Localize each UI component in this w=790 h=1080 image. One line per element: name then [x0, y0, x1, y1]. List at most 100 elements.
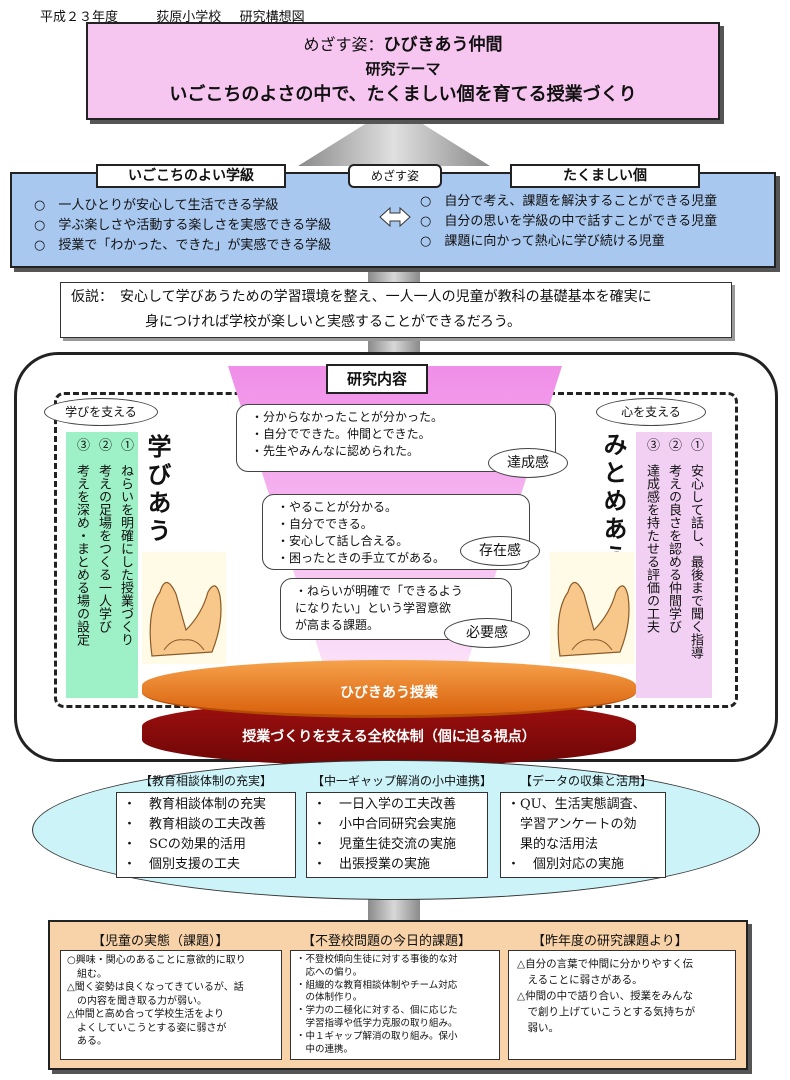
issue-line: ある。	[67, 1036, 107, 1047]
theme-label: 研究テーマ	[365, 60, 441, 78]
left-item: 授業で「わかった、できた」が実感できる学級	[58, 238, 332, 253]
issue-line: 中の連携。	[296, 1043, 354, 1055]
doc-header: 平成２３年度 荻原小学校 研究構想図	[40, 6, 305, 25]
left-oval: 学びを支える	[44, 398, 158, 426]
support-item: ・ 教育相談体制の充実	[123, 797, 267, 812]
issue-title-1: 【児童の実態（課題）】	[92, 934, 229, 949]
theme-text: いごこちのよさの中で、たくましい個を育てる授業づくり	[169, 84, 637, 105]
right-research-item: ② 考えの良さを認める仲間学び	[666, 438, 681, 633]
level-line: ・ねらいが明確で「できるよう	[295, 584, 463, 598]
issue-line: の体制作り。	[296, 992, 363, 1004]
support-item: 果的な活用法	[507, 837, 599, 852]
support-item: ・ SCの効果的活用	[123, 837, 246, 852]
left-item: 一人ひとりが安心して生活できる学級	[58, 198, 279, 213]
right-oval: 心を支える	[596, 398, 706, 426]
issue-line: ・組織的な教育相談体制やチーム対応	[296, 979, 458, 991]
header-year: 平成２３年度	[40, 10, 119, 25]
right-items: ○ 自分で考え、課題を解決することができる児童 ○ 自分の思いを学級の中で話すこ…	[420, 194, 718, 249]
issue-line: えることに弱さがある。	[517, 974, 643, 986]
issue-line: ・学力の二極化に対する、個に応じた	[296, 1005, 458, 1017]
goal-box: めざす姿：ひびきあう仲間 研究テーマ いごこちのよさの中で、たくましい個を育てる…	[86, 22, 720, 120]
research-title: 研究内容	[326, 364, 428, 394]
right-pink-panel	[636, 432, 712, 698]
support-item: ・QU、生活実態調査、	[507, 797, 646, 812]
level-line: ・先生やみんなに認められた。	[251, 444, 420, 458]
support-item: 学習アンケートの効	[507, 817, 637, 832]
issue-title-2: 【不登校問題の今日的課題】	[302, 934, 472, 949]
right-item: 自分で考え、課題を解決することができる児童	[444, 194, 718, 209]
support-box-3: ・QU、生活実態調査、 学習アンケートの効 果的な活用法 ・ 個別対応の実施	[500, 792, 666, 878]
mezasu-center-label: めざす姿	[348, 164, 442, 188]
issue-box-1: ○興味・関心のあることに意欲的に取り 組む。 △聞く姿勢は良くなってきているが、…	[60, 950, 282, 1060]
level-line: ・分からなかったことが分かった。	[251, 410, 444, 424]
hypothesis-line2: 身につければ学校が楽しいと実感することができるだろう。	[145, 314, 522, 330]
issue-box-2: ・不登校傾向生徒に対する事後的な対 応への偏り。 ・組織的な教育相談体制やチーム…	[290, 950, 500, 1060]
support-box-2: ・ 一日入学の工夫改善 ・ 小中合同研究会実施 ・ 児童生徒交流の実施 ・ 出張…	[306, 792, 488, 878]
support-item: ・ 一日入学の工夫改善	[313, 797, 457, 812]
issue-line: の内容を聞き取る力が弱い。	[67, 995, 207, 1007]
support-box-1: ・ 教育相談体制の充実 ・ 教育相談の工夫改善 ・ SCの効果的活用 ・ 個別支…	[116, 792, 296, 878]
support-item: ・ 教育相談の工夫改善	[123, 817, 267, 832]
disk-top-label: ひびきあう授業	[340, 685, 438, 701]
level-line: ・自分でできた。仲間とできた。	[251, 427, 431, 441]
issue-line: 応への偏り。	[296, 966, 363, 978]
hands-icon-right	[550, 552, 634, 664]
support-title-1: 【教育相談体制の充実】	[140, 774, 273, 788]
left-item: 学ぶ楽しさや活動する楽しさを実感できる学級	[58, 218, 332, 233]
left-title: いごこちのよい学級	[96, 164, 286, 188]
header-title: 研究構想図	[239, 10, 305, 25]
issue-box-3: △自分の言葉で仲間に分かりやすく伝 えることに弱さがある。 △仲間の中で語り合い…	[508, 950, 736, 1060]
issue-line: △仲間の中で語り合い、授業をみんな	[517, 990, 694, 1002]
support-item: ・ 個別支援の工夫	[123, 857, 241, 872]
level-line: が高まる課題。	[295, 618, 380, 632]
issue-line: 弱い。	[517, 1022, 559, 1034]
left-research-item: ② 考えの足場をつくる一人学び	[96, 438, 111, 633]
goal-label: めざす姿：	[303, 35, 384, 54]
hypothesis-label: 仮説：	[71, 289, 106, 305]
level-line: ・安心して話し合える。	[277, 534, 409, 548]
level-line: ・困ったときの手立てがある。	[277, 551, 446, 565]
right-item: 課題に向かって熱心に学び続ける児童	[444, 234, 665, 249]
header-school: 荻原小学校	[156, 10, 222, 25]
goal-name: ひびきあう仲間	[383, 35, 503, 55]
right-heading: みとめあう	[599, 432, 628, 572]
right-item: 自分の思いを学級の中で話すことができる児童	[444, 214, 718, 229]
right-research-item: ③ 達成感を持たせる評価の工夫	[644, 438, 659, 633]
issue-line: よくしていこうとする姿に弱さが	[67, 1022, 227, 1034]
issue-title-3: 【昨年度の研究課題より】	[532, 934, 688, 949]
right-research-item: ① 安心して話し、最後まで聞く指導	[688, 438, 703, 659]
level-line: ・自分でできる。	[277, 517, 373, 531]
issue-line: 学習指導や低学力克服の取り組み。	[296, 1017, 458, 1029]
issue-line: △仲間と高め合って学校生活をより	[67, 1009, 224, 1020]
support-item: ・ 児童生徒交流の実施	[313, 837, 457, 852]
issue-line: △自分の言葉で仲間に分かりやすく伝	[517, 958, 694, 970]
support-item: ・ 個別対応の実施	[507, 857, 625, 872]
left-green-panel	[66, 432, 138, 698]
disk-top	[142, 660, 636, 718]
support-title-2: 【中一ギャップ解消の小中連携】	[312, 774, 493, 788]
issue-line: ○興味・関心のあることに意欲的に取り	[67, 955, 246, 966]
right-title: たくましい個	[510, 164, 700, 188]
hands-icon-left	[142, 552, 226, 664]
left-items: ○ 一人ひとりが安心して生活できる学級 ○ 学ぶ楽しさや活動する楽しさを実感でき…	[34, 198, 332, 253]
support-item: ・ 出張授業の実施	[313, 857, 431, 872]
issue-line: ・中１ギャップ解消の取り組み。保小	[296, 1030, 458, 1042]
hypothesis-box: 仮説： 安心して学びあうための学習環境を整え、一人一人の児童が教科の基礎基本を確…	[60, 282, 732, 338]
left-items-vertical: ① ねらいを明確にした授業づくり ② 考えの足場をつくる一人学び ③ 考えを深め…	[70, 438, 136, 694]
support-item: ・ 小中合同研究会実施	[313, 817, 457, 832]
issue-line: △聞く姿勢は良くなってきているが、話	[67, 982, 244, 993]
issue-line: ・不登校傾向生徒に対する事後的な対	[296, 954, 458, 965]
up-arrow	[298, 106, 490, 166]
level-line: になりたい」という学習意欲	[295, 601, 452, 615]
disk-bottom-label: 授業づくりを支える全校体制（個に迫る視点）	[242, 729, 536, 745]
hypothesis-line1: 安心して学びあうための学習環境を整え、一人一人の児童が教科の基礎基本を確実に	[120, 289, 652, 305]
left-research-item: ③ 考えを深め・まとめる場の設定	[74, 438, 89, 646]
double-arrow-icon	[379, 206, 411, 228]
level-tag-3: 必要感	[444, 618, 530, 648]
level-tag-1: 達成感	[488, 448, 568, 478]
level-line: ・やることが分かる。	[277, 500, 398, 514]
mezasu-box	[10, 172, 776, 268]
left-heading: 学びあう	[143, 434, 172, 546]
level-tag-2: 存在感	[460, 536, 540, 566]
issue-line: で創り上げていこうとする気持ちが	[517, 1006, 696, 1018]
